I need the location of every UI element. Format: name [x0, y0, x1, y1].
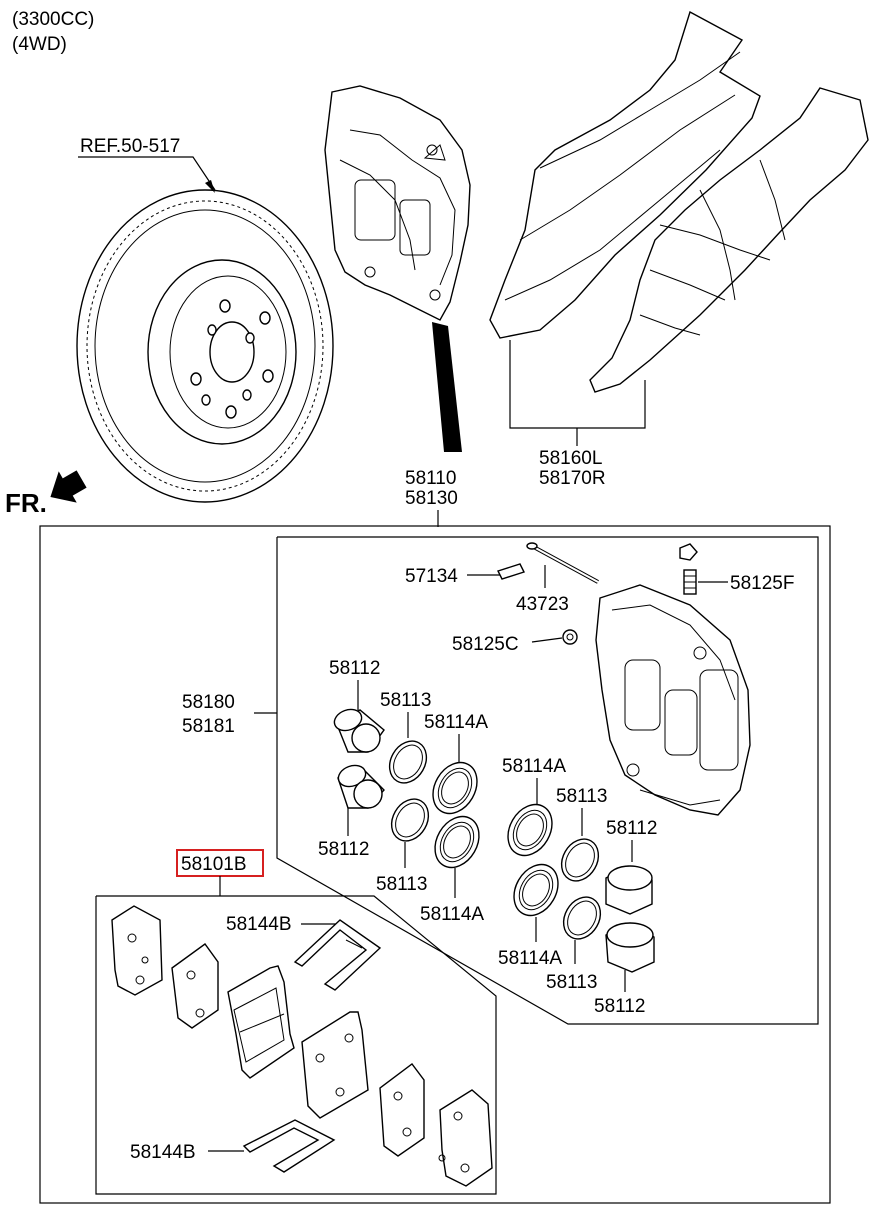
bleeder-cap-number[interactable]: 57134	[405, 566, 458, 587]
piston-image-c	[605, 865, 653, 915]
dust-cover-right-number[interactable]: 58170R	[539, 468, 606, 489]
caliper-body-frame	[276, 536, 819, 1025]
boot-number-c[interactable]: 58114A	[502, 756, 566, 777]
plug-number[interactable]: 58125C	[452, 634, 519, 655]
seal-number-b[interactable]: 58113	[376, 874, 427, 895]
clip-number-top[interactable]: 58144B	[226, 914, 292, 935]
brake-disc	[76, 189, 334, 503]
seal-number-a[interactable]: 58113	[380, 690, 431, 711]
dust-cover-image	[489, 10, 869, 393]
boot-image-c	[507, 803, 553, 857]
boot-number-b[interactable]: 58114A	[420, 904, 484, 925]
boot-image-b	[434, 815, 480, 869]
seal-image-b	[390, 798, 430, 842]
shim-image-d	[438, 1089, 493, 1187]
bleeder-screw-number[interactable]: 58125F	[730, 573, 794, 594]
piston-number-b[interactable]: 58112	[318, 839, 369, 860]
caliper-assembly-image	[324, 85, 471, 321]
pin-number[interactable]: 43723	[516, 594, 569, 615]
piston-image-a	[333, 708, 385, 753]
clip-number-bottom[interactable]: 58144B	[130, 1142, 196, 1163]
boot-number-a[interactable]: 58114A	[424, 712, 488, 733]
caliper-assy-number-top[interactable]: 58110	[405, 468, 456, 489]
seal-image-d	[562, 896, 602, 940]
caliper-body-image	[595, 584, 751, 816]
boot-image-d	[513, 863, 559, 917]
seal-image-c	[560, 838, 600, 882]
brake-pad-image-a	[227, 965, 295, 1079]
bleeder-cap-image	[497, 563, 525, 580]
seal-number-c[interactable]: 58113	[556, 786, 607, 807]
shim-image-a	[111, 905, 163, 996]
caliper-assy-number-bottom[interactable]: 58130	[405, 488, 458, 509]
shim-image-c	[379, 1063, 425, 1157]
seal-image-a	[388, 740, 428, 784]
ref-arrowhead	[205, 180, 215, 193]
boot-number-d[interactable]: 58114A	[498, 948, 562, 969]
shim-image-b	[171, 943, 219, 1029]
bleeder-screw-image	[679, 543, 698, 595]
clip-image-top	[293, 919, 382, 991]
clip-image-bottom	[242, 1119, 336, 1173]
piston-number-d[interactable]: 58112	[594, 996, 645, 1017]
seal-number-d[interactable]: 58113	[546, 972, 597, 993]
outer-frame	[39, 525, 831, 1204]
pad-kit-number[interactable]: 58101B	[181, 854, 247, 875]
pin-image	[526, 542, 599, 584]
plug-image	[562, 629, 578, 645]
plug-leader	[531, 637, 563, 643]
drive-label: (4WD)	[12, 34, 67, 55]
ref-leader	[78, 156, 216, 191]
piston-number-a[interactable]: 58112	[329, 658, 380, 679]
piston-image-d	[605, 922, 655, 973]
caliper-body-number-bottom[interactable]: 58181	[182, 716, 235, 737]
front-direction-label: FR.	[5, 488, 47, 518]
boot-image-a	[432, 761, 478, 815]
piston-number-c[interactable]: 58112	[606, 818, 657, 839]
ref-label[interactable]: REF.50-517	[80, 136, 180, 157]
caliper-body-number-top[interactable]: 58180	[182, 692, 235, 713]
brake-pad-image-b	[301, 1011, 369, 1119]
piston-image-b	[337, 764, 385, 809]
caliper-leader-wedge	[432, 322, 462, 452]
front-arrow-icon	[50, 470, 87, 503]
engine-label: (3300CC)	[12, 9, 94, 30]
pad-kit-frame	[95, 895, 497, 1195]
dust-cover-left-number[interactable]: 58160L	[539, 448, 602, 469]
